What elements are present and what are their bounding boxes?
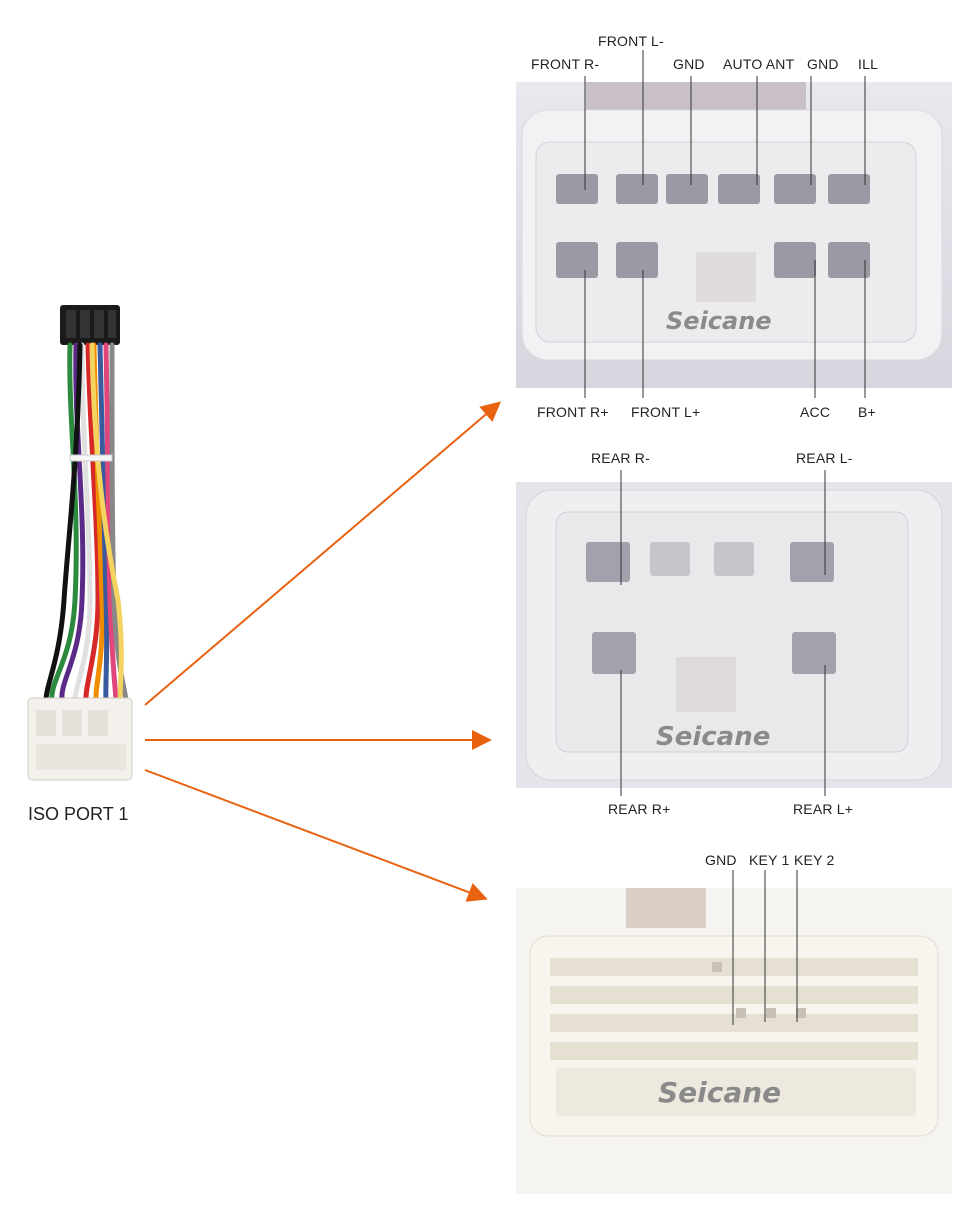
leader-lines-connector-3 — [732, 870, 798, 1025]
pin-label-rear-r-minus: REAR R- — [591, 450, 650, 466]
pin-label-front-l-minus: FRONT L- — [598, 33, 664, 49]
pin-label-front-r-minus: FRONT R- — [531, 56, 600, 72]
pin-label-acc: ACC — [800, 404, 831, 420]
pin-label-rear-r-plus: REAR R+ — [608, 801, 671, 817]
arrow-to-connector-1 — [144, 401, 502, 706]
watermark: Seicane — [658, 1076, 782, 1109]
pin-label-front-r-plus: FRONT R+ — [537, 404, 609, 420]
pin-label-gnd: GND — [807, 56, 839, 72]
leader-lines-connector-1 — [584, 50, 866, 398]
connector-photo-1: Seicane — [516, 82, 952, 388]
pin-label-key-2: KEY 2 — [794, 852, 835, 868]
watermark: Seicane — [666, 307, 772, 335]
connector-photo-3: Seicane — [516, 888, 952, 1194]
connector-photo-2: Seicane — [516, 482, 952, 788]
pin-label-b-plus: B+ — [858, 404, 876, 420]
pin-label-auto-ant: AUTO ANT — [723, 56, 795, 72]
pin-label-rear-l-plus: REAR L+ — [793, 801, 854, 817]
pin-label-gnd: GND — [673, 56, 705, 72]
pin-label-ill: ILL — [858, 56, 879, 72]
iso-port-label: ISO PORT 1 — [28, 804, 129, 824]
harness-photo — [20, 300, 140, 800]
watermark: Seicane — [656, 722, 771, 752]
arrow-to-connector-3 — [144, 769, 488, 902]
leader-lines-connector-2 — [620, 470, 826, 796]
pin-label-rear-l-minus: REAR L- — [796, 450, 853, 466]
pin-label-front-l-plus: FRONT L+ — [631, 404, 701, 420]
pin-label-gnd: GND — [705, 852, 737, 868]
pin-label-key-1: KEY 1 — [749, 852, 790, 868]
